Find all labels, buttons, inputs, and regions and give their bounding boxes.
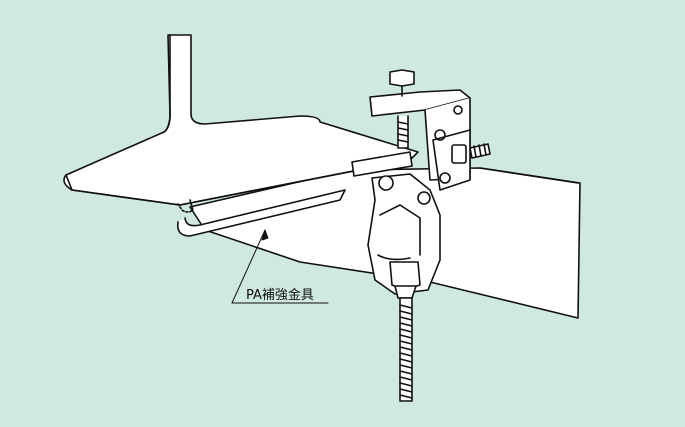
threaded-rod xyxy=(399,297,413,402)
upper-clamp xyxy=(369,89,471,191)
top-bolt xyxy=(389,69,415,149)
callout-leader xyxy=(231,229,329,304)
reinforcement-fitting xyxy=(176,189,346,237)
hanger-clamp xyxy=(351,151,441,299)
side-bolt xyxy=(469,143,491,159)
callout-label-pa-reinforcement: PA補強金具 xyxy=(246,288,314,303)
